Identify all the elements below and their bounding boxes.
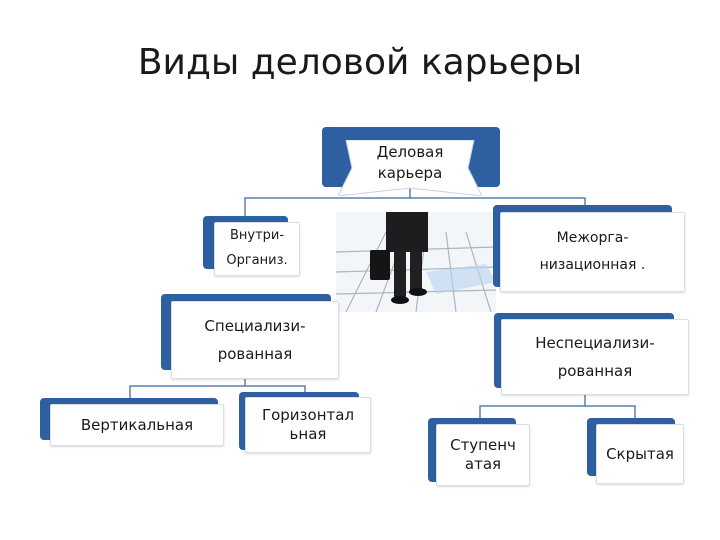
root-callout-shape [338, 140, 482, 196]
connector-special-children [129, 378, 246, 398]
root-label: Деловая карьера [376, 143, 444, 182]
node-stepped-label: Ступенч атая [450, 435, 516, 474]
node-hidden-label: Скрытая [606, 444, 674, 463]
node-vertical-label: Вертикальная [80, 415, 194, 434]
node-nonspecialized-label: Неспециализи- рованная [535, 333, 655, 381]
businessman-photo [336, 212, 496, 312]
connector-nonspecial-hidden [585, 405, 636, 420]
connector-nonspecial-children [479, 392, 586, 420]
node-horizontal-label: Горизонтал ьная [261, 406, 355, 443]
node-inter-label: Межорга- низационная . [539, 230, 646, 273]
node-specialized-label: Специализи- рованная [204, 316, 306, 364]
slide-title: Виды деловой карьеры [137, 42, 583, 83]
connector-root-intra [244, 188, 411, 218]
node-intra-label: Внутри- Организ. [226, 228, 288, 268]
